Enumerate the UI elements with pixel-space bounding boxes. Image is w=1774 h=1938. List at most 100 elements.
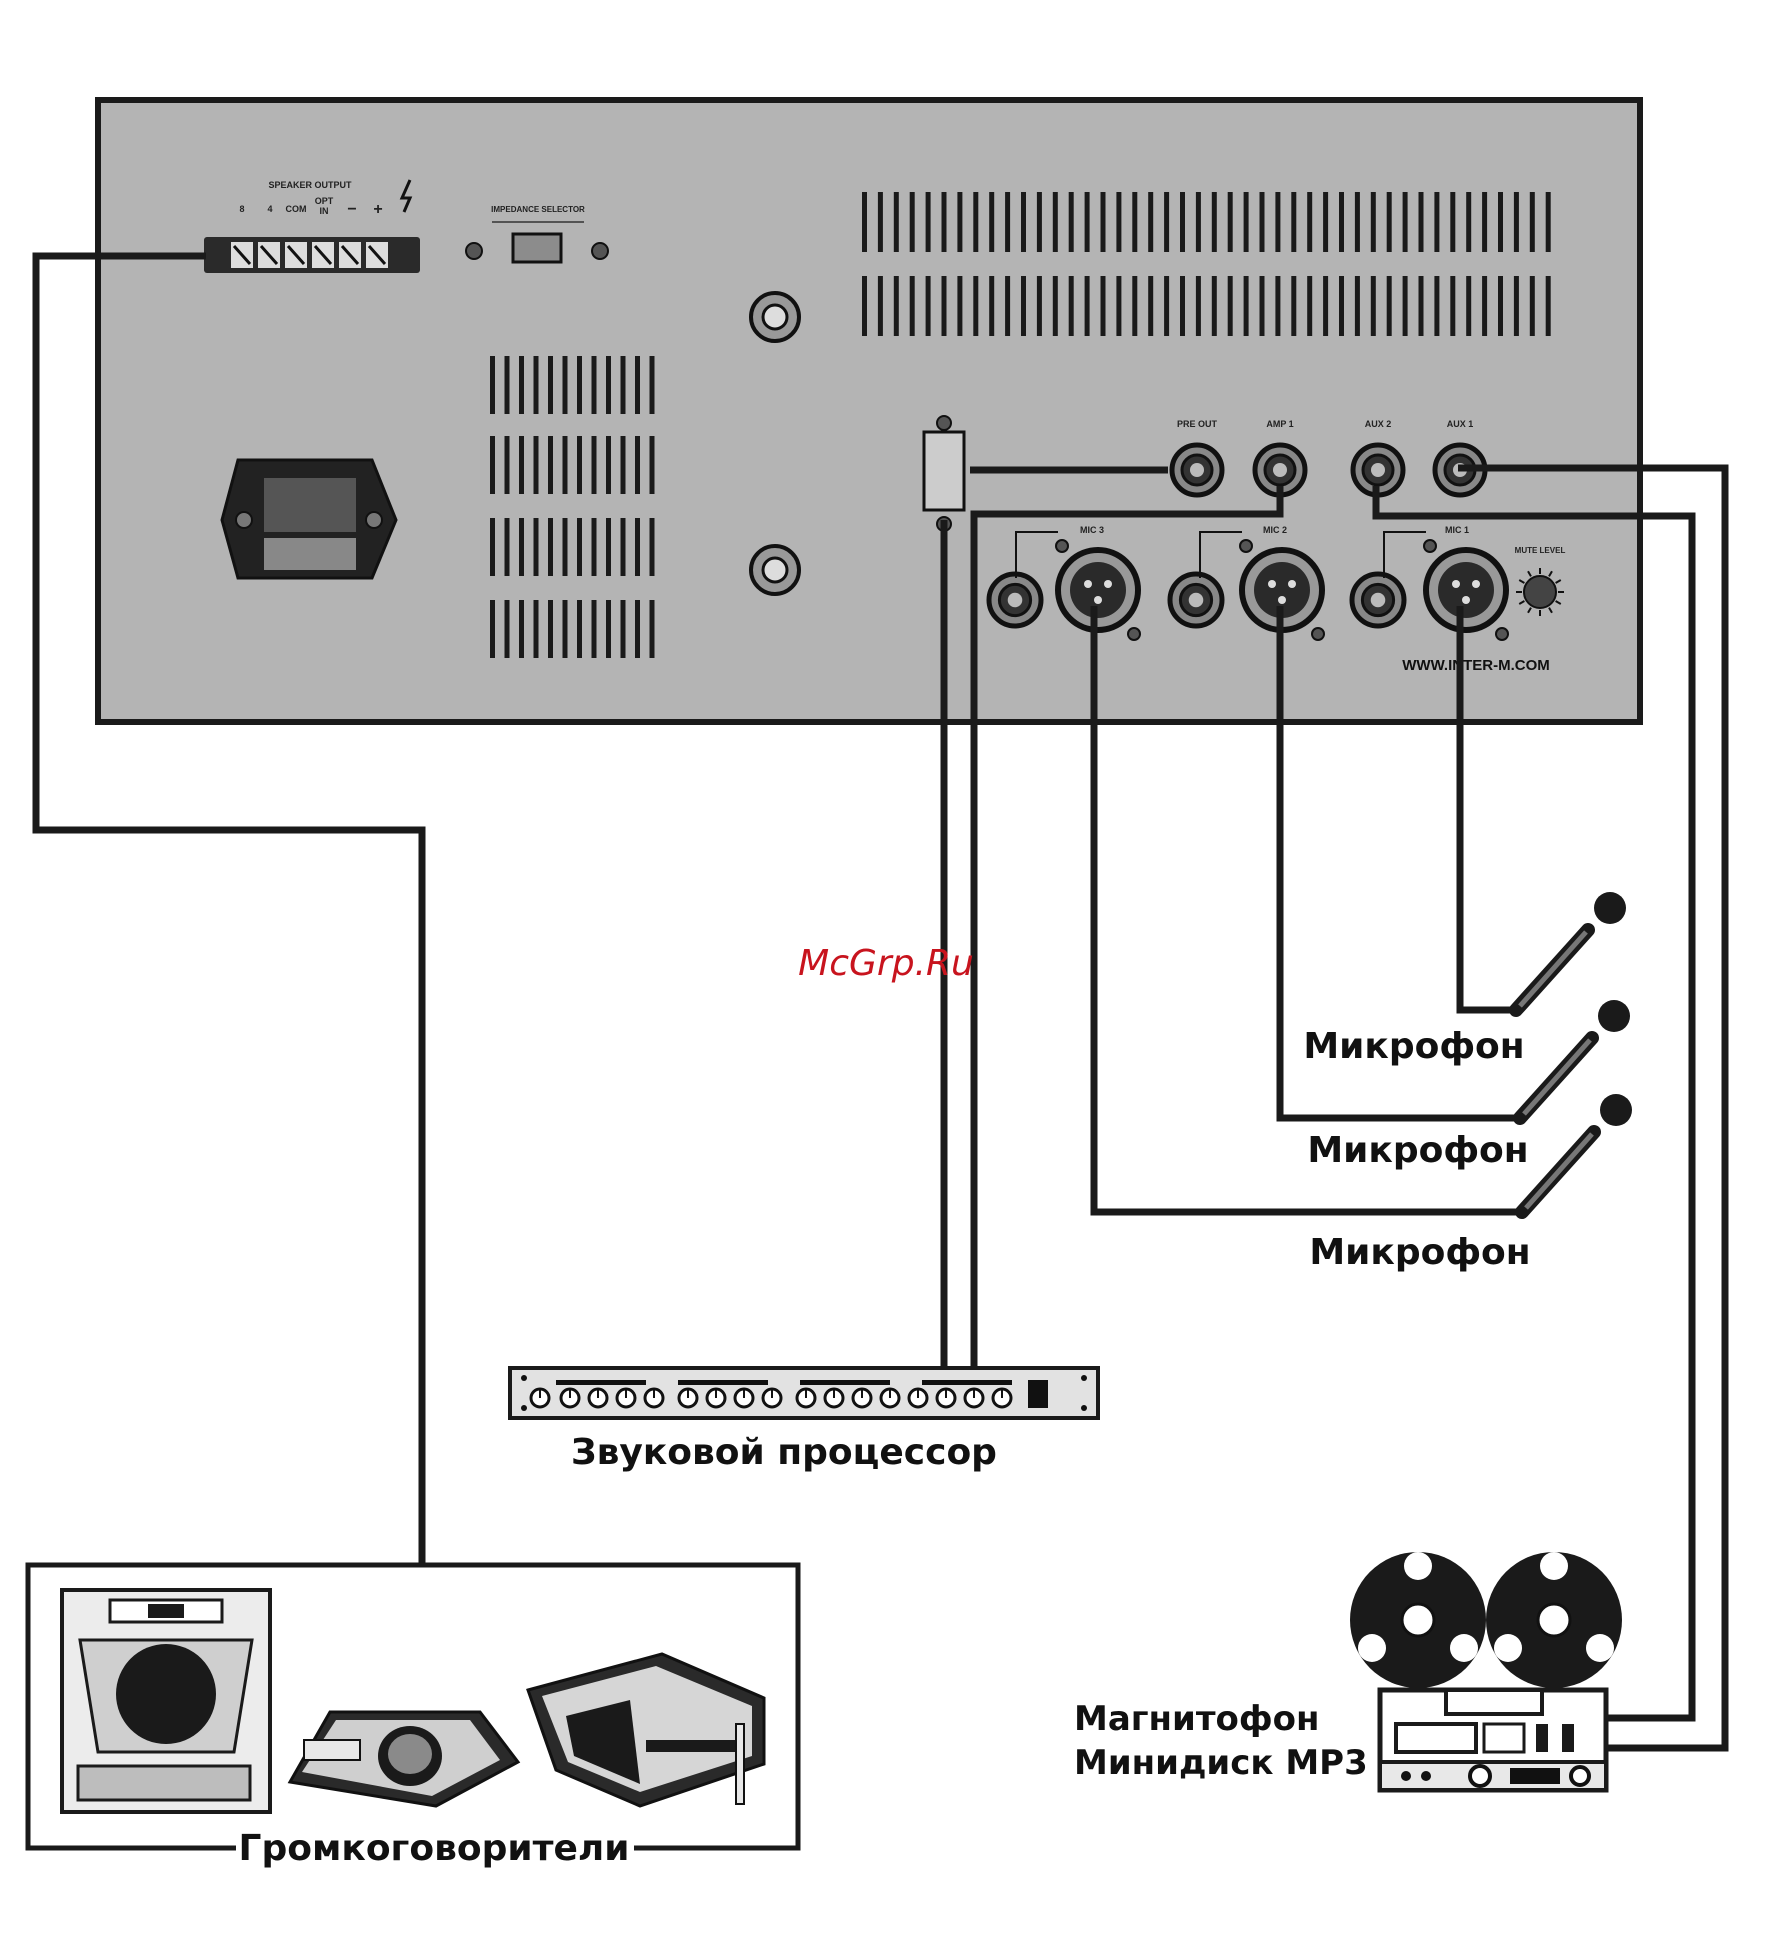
vent-slot xyxy=(1275,192,1280,252)
vent-slot xyxy=(1403,276,1408,336)
terminal-label-plus: + xyxy=(373,201,382,218)
mic3-label: MIC 3 xyxy=(1080,525,1104,535)
vent-slot xyxy=(1482,192,1487,252)
vent-slot xyxy=(1101,192,1106,252)
vent-slot xyxy=(878,276,883,336)
website-label: WWW.INTER-M.COM xyxy=(1402,657,1549,674)
vent-slot xyxy=(592,600,597,658)
vent-slot xyxy=(1355,192,1360,252)
vent-slot xyxy=(1116,192,1121,252)
vent-slot xyxy=(1403,192,1408,252)
vent-slot xyxy=(1148,276,1153,336)
vent-slot xyxy=(606,356,611,414)
vent-slot xyxy=(548,436,553,494)
screw-icon xyxy=(466,243,482,259)
vent-slot xyxy=(1323,276,1328,336)
vent-slot xyxy=(635,356,640,414)
microphone-label-1: Микрофон xyxy=(1303,1026,1524,1067)
vent-slot xyxy=(505,356,510,414)
vent-slot xyxy=(1466,192,1471,252)
vent-slot xyxy=(650,518,655,576)
vent-slot xyxy=(1387,276,1392,336)
vent-slot xyxy=(1021,276,1026,336)
vent-slot xyxy=(635,600,640,658)
vent-slot xyxy=(1371,276,1376,336)
vent-slot xyxy=(1339,192,1344,252)
screw-icon xyxy=(366,512,382,528)
vent-slot xyxy=(1196,192,1201,252)
vent-slot xyxy=(650,600,655,658)
vent-slot xyxy=(519,518,524,576)
vent-slot xyxy=(1546,276,1551,336)
vent-slot xyxy=(942,276,947,336)
vent-slot xyxy=(1021,192,1026,252)
vent-slot xyxy=(1053,276,1058,336)
vent-slot xyxy=(563,356,568,414)
vent-slot xyxy=(1085,192,1090,252)
vent-slot xyxy=(1164,192,1169,252)
vent-slot xyxy=(1244,192,1249,252)
vent-slot xyxy=(1085,276,1090,336)
vent-slot xyxy=(1387,192,1392,252)
processor-label-strip xyxy=(922,1380,1012,1385)
vent-slot xyxy=(1546,192,1551,252)
vent-slot xyxy=(534,518,539,576)
vent-slot xyxy=(1419,276,1424,336)
microphone-icon xyxy=(1522,1094,1632,1212)
vent-slot xyxy=(650,356,655,414)
tape-label-line1: Магнитофон xyxy=(1074,1699,1320,1739)
vent-slot xyxy=(635,518,640,576)
vent-slot xyxy=(621,436,626,494)
vent-slot xyxy=(490,436,495,494)
vent-slot xyxy=(1498,192,1503,252)
terminal-label-com: COM xyxy=(286,204,307,214)
mic1-label: MIC 1 xyxy=(1445,525,1469,535)
vent-slot xyxy=(1514,192,1519,252)
vent-slot xyxy=(490,600,495,658)
vent-slot xyxy=(1180,276,1185,336)
vent-slot xyxy=(894,192,899,252)
speakers-group: Громкоговорители xyxy=(28,1565,798,1869)
vent-slot xyxy=(1180,192,1185,252)
vent-slot xyxy=(942,192,947,252)
vent-slot xyxy=(1132,276,1137,336)
vent-slot xyxy=(957,192,962,252)
microphones xyxy=(1516,892,1632,1212)
pre-out-label: PRE OUT xyxy=(1177,419,1218,429)
vent-slot xyxy=(606,518,611,576)
vent-slot xyxy=(577,436,582,494)
vent-slot xyxy=(1164,276,1169,336)
vent-slot xyxy=(1244,276,1249,336)
vent-slot xyxy=(910,192,915,252)
vent-slot xyxy=(957,276,962,336)
mute-level-label: MUTE LEVEL xyxy=(1515,546,1566,555)
vent-slot xyxy=(1291,276,1296,336)
terminal-label-minus: − xyxy=(347,201,356,218)
vent-slot xyxy=(1291,192,1296,252)
vent-slot xyxy=(1196,276,1201,336)
microphone-label-2: Микрофон xyxy=(1307,1130,1528,1171)
vent-slot xyxy=(1005,192,1010,252)
vent-slot xyxy=(519,600,524,658)
vent-slot xyxy=(505,436,510,494)
vent-slot xyxy=(1069,192,1074,252)
processor-label-strip xyxy=(556,1380,646,1385)
vent-slot xyxy=(1116,276,1121,336)
amplifier-rear-panel: SPEAKER OUTPUT 8 4 COM OPT IN − + IMPEDA… xyxy=(98,100,1640,722)
bnc-connector xyxy=(751,546,799,594)
microphone-icon xyxy=(1516,892,1626,1010)
amp1-label: AMP 1 xyxy=(1266,419,1293,429)
vent-slot xyxy=(1037,276,1042,336)
aux1-label: AUX 1 xyxy=(1447,419,1474,429)
vent-slot xyxy=(650,436,655,494)
vent-slot xyxy=(563,600,568,658)
vent-slot xyxy=(989,276,994,336)
vent-slot xyxy=(1498,276,1503,336)
vent-slot xyxy=(519,436,524,494)
tape-label-line2: Минидиск МР3 xyxy=(1074,1743,1368,1783)
vent-slot xyxy=(1053,192,1058,252)
vent-slot xyxy=(926,276,931,336)
vent-slot xyxy=(989,192,994,252)
vent-slot xyxy=(592,436,597,494)
